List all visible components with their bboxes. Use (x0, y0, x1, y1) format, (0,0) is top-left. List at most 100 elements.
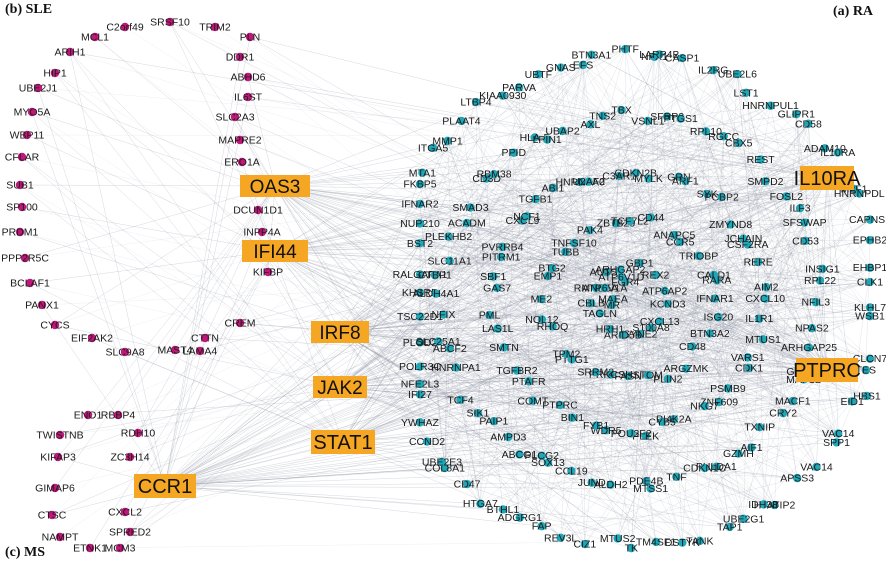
gene-label: MTUS2 (600, 533, 636, 545)
gene-node: FOSL2 (770, 191, 803, 203)
gene-label: PLN (240, 32, 260, 44)
gene-label: EPHB2 (853, 235, 886, 247)
gene-node: ARHGAP25 (781, 342, 837, 354)
gene-label: RARA (702, 275, 731, 287)
gene-node: PARVA (502, 82, 536, 94)
gene-label: ATP6V1A (582, 282, 627, 294)
gene-node: CXCL2 (108, 507, 142, 519)
gene-node: TCF4 (447, 394, 473, 406)
gene-label: RBM38 (477, 169, 512, 181)
gene-label: ABHD6 (230, 72, 265, 84)
network-edge (38, 88, 165, 486)
gene-label: ATP6V1D (598, 271, 644, 283)
gene-label: SBF1 (480, 271, 506, 283)
gene-label: HTGA7 (463, 498, 498, 510)
gene-node: IFNAR2 (401, 198, 439, 210)
gene-label: NCF1 (513, 211, 541, 223)
gene-label: LST1 (734, 87, 759, 99)
gene-node: SFSWAP (783, 217, 827, 229)
gene-node: ATP6V1A (582, 282, 627, 294)
gene-label: PANX1 (25, 300, 59, 312)
gene-label: MTA1 (409, 167, 436, 179)
gene-label: PML (479, 310, 501, 322)
gene-node: CDKN1C (683, 462, 727, 474)
gene-node: JUND (578, 477, 606, 489)
gene-label: DCUN1D1 (233, 205, 283, 217)
gene-node: GZMH (723, 448, 754, 460)
gene-node: SMTN (489, 342, 519, 354)
gene-label: TNFSF10 (551, 238, 597, 250)
gene-label: CXCL10 (745, 293, 785, 305)
gene-node: REX2 (642, 269, 670, 281)
gene-label: MTUS1 (745, 334, 781, 346)
gene-label: MCM3 (105, 543, 136, 555)
gene-label: CFLAR (5, 152, 40, 164)
gene-label: UBE2L6 (718, 69, 757, 81)
gene-node: TWISTNB (36, 430, 83, 442)
gene-label: YWHAZ (401, 417, 440, 429)
gene-label: PCBP2 (704, 191, 739, 203)
gene-node: PANX1 (25, 300, 59, 312)
hub-gene-stat1: STAT1 (311, 430, 375, 454)
network-edge (20, 185, 343, 442)
gene-label: IFNAR2 (401, 198, 439, 210)
gene-node: TNF (666, 471, 686, 483)
gene-label: AMPD3 (490, 432, 526, 444)
gene-node: NCF1 (513, 211, 541, 223)
network-edge (165, 483, 592, 486)
gene-node: MCL1 (81, 32, 109, 44)
gene-node: WSB1 (855, 311, 885, 323)
gene-label: ACADM (448, 217, 486, 229)
gene-node: PLAAT4 (442, 115, 480, 127)
gene-label: PPP2R5C (1, 253, 49, 265)
gene-label: PARVA (502, 82, 536, 94)
gene-node: SRRM2 (577, 367, 614, 379)
gene-node: CTBP1 (418, 270, 452, 282)
network-edge (30, 251, 275, 283)
panel-label-ra: (a) RA (833, 4, 873, 20)
gene-node: ERO1A (224, 157, 260, 169)
gene-node: APSS3 (780, 473, 814, 485)
gene-node: MCM3 (105, 543, 136, 555)
gene-label: SMTN (489, 342, 519, 354)
gene-node: SPP1 (823, 437, 850, 449)
gene-node: MTUS2 (600, 533, 636, 545)
hub-gene-ccr1: CCR1 (134, 474, 196, 498)
gene-node: U2AF2 (572, 176, 605, 188)
network-edge (165, 486, 503, 509)
gene-label: ALDH4A1 (413, 288, 460, 300)
gene-label: CDK1 (735, 362, 763, 374)
gene-label: NOL12 (525, 314, 558, 326)
gene-label: PTAFR (512, 376, 546, 388)
gene-label: BTG2 (538, 263, 566, 275)
hub-gene-jak2: JAK2 (313, 376, 367, 399)
gene-label: BTN3A2 (690, 328, 730, 340)
network-edge (27, 135, 275, 251)
hub-label: IRF8 (319, 323, 360, 344)
gene-node: PTAFR (512, 376, 546, 388)
gene-node: CYCS (40, 320, 69, 332)
gene-node: MYLK (634, 173, 663, 185)
gene-node: RARA (702, 275, 731, 287)
gene-label: SLC2A3 (215, 112, 254, 124)
gene-node: PSMB9 (710, 383, 746, 395)
gene-label: BTN3A1 (572, 49, 612, 61)
gene-label: ZMYND8 (709, 219, 752, 231)
gene-label: CTSC (38, 510, 67, 522)
gene-label: EIF2AK2 (71, 333, 113, 345)
gene-label: SP100 (6, 202, 38, 214)
gene-label: SLC25A1 (416, 336, 461, 348)
gene-node: NUP210 (400, 218, 440, 230)
gene-node: SLC9A8 (105, 347, 144, 359)
gene-label: CRY2 (769, 408, 797, 420)
gene-node: CRY2 (769, 408, 797, 420)
gene-node: SLC2A3 (215, 112, 254, 124)
gene-node: INPP4A (243, 227, 280, 239)
gene-label: DDR1 (226, 52, 255, 64)
gene-node: IL10RA (820, 147, 855, 159)
gene-node: TGFB1 (519, 194, 553, 206)
network-edge (165, 486, 480, 504)
gene-label: PHTF (612, 44, 639, 56)
gene-label: ENO1 (74, 410, 103, 422)
